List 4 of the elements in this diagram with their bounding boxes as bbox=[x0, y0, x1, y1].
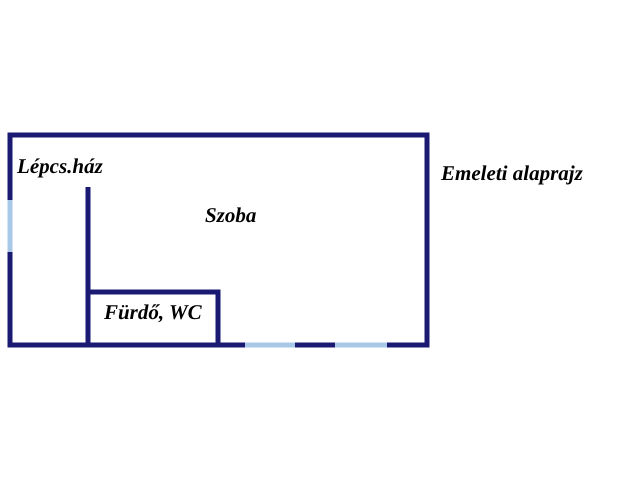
plan-title: Emeleti alaprajz bbox=[441, 163, 583, 184]
room-label: Szoba bbox=[205, 205, 256, 226]
room-label: Fürdő, WC bbox=[104, 302, 202, 323]
room-label: Lépcs.ház bbox=[17, 156, 103, 177]
